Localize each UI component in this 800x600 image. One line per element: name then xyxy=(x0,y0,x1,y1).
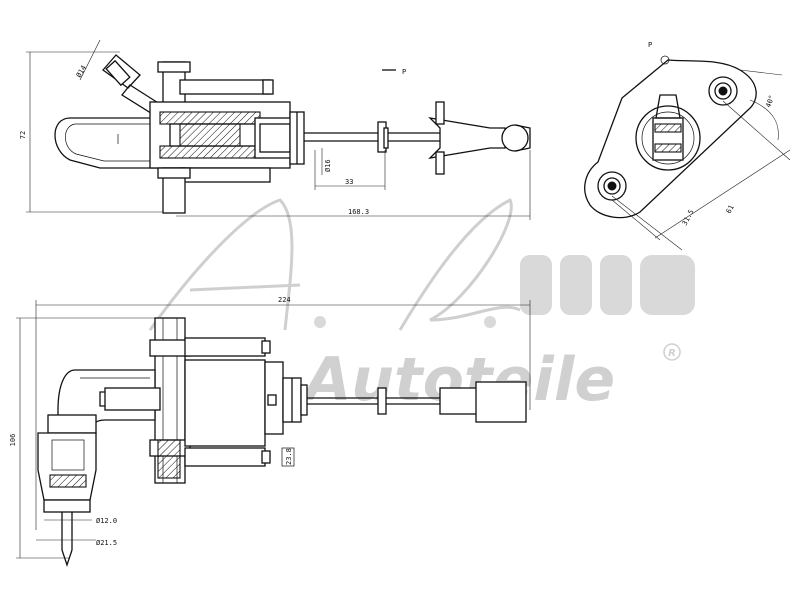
port-dia-label: Ø14 xyxy=(75,64,88,79)
side-cylinder xyxy=(184,359,266,447)
flange-view: P 40° 31.5 61 xyxy=(584,41,791,251)
watermark-stripes xyxy=(520,255,695,315)
stroke-label: 33 xyxy=(345,178,353,186)
side-height-label: 106 xyxy=(9,434,17,447)
bore-mark-label: 23.8 xyxy=(285,448,293,465)
p-label-top: P xyxy=(402,68,406,76)
overall-length-label: 168.3 xyxy=(348,208,369,216)
side-rod-end xyxy=(475,381,527,423)
hole-spacing-label: 31.5 xyxy=(681,208,696,227)
angle-label: 40° xyxy=(764,94,776,109)
rod-end xyxy=(428,101,531,175)
lower-stud xyxy=(184,447,266,467)
hose-dia-2-label: Ø21.5 xyxy=(96,539,117,547)
rod-dia-label: Ø16 xyxy=(324,159,332,172)
side-view: 224 106 23.8 xyxy=(9,296,531,568)
hose-loop xyxy=(54,117,165,169)
flange-width-label: 61 xyxy=(725,204,736,215)
p-label-flange: P xyxy=(648,41,652,49)
side-length-label: 224 xyxy=(278,296,291,304)
watermark-registered: R xyxy=(668,348,676,359)
height-label: 72 xyxy=(19,131,27,139)
top-view: 72 Ø14 xyxy=(19,39,531,220)
upper-stud xyxy=(184,337,266,357)
hose-dia-1-label: Ø12.0 xyxy=(96,517,117,525)
hose-fitting xyxy=(37,414,97,568)
